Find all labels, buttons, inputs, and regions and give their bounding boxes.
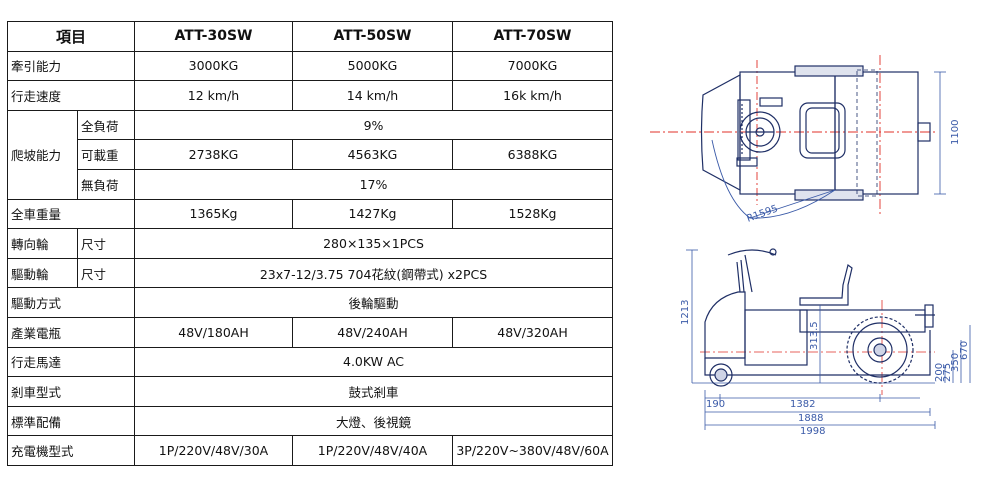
dim-radius: R1595 [745,203,779,224]
spec-table: 項目 ATT-30SW ATT-50SW ATT-70SW 牽引能力 3000K… [6,21,614,466]
side-view-drawing [686,248,971,430]
row-standard: 標準配備 大燈、後視鏡 [6,405,614,437]
cell-drive-mode: 後輪驅動 [134,287,614,318]
dim-h-200: 200 [934,363,945,382]
row-traction: 牽引能力 3000KG 5000KG 7000KG [6,50,614,82]
label-steer-wheel: 轉向輪 [7,228,78,259]
row-climb-loadable: 可載重 2738KG 4563KG 6388KG [8,139,614,170]
row-steer-wheel: 轉向輪 尺寸 280×135×1PCS [7,228,614,259]
cell-charger-50: 1P/220V/48V/40A [292,435,454,466]
cell-motor: 4.0KW AC [134,346,614,378]
row-motor: 行走馬達 4.0KW AC [6,346,614,378]
label-drive-mode: 驅動方式 [6,287,136,318]
label-steer-size: 尺寸 [76,228,136,259]
dim-h-670: 670 [959,341,970,360]
cell-no-load: 17% [134,168,614,200]
cell-battery-50: 48V/240AH [292,316,454,348]
row-drive-wheel: 驅動輪 尺寸 23x7-12/3.75 704花紋(鋼帶式) x2PCS [7,257,614,289]
header-row: 項目 ATT-30SW ATT-50SW ATT-70SW [6,21,614,52]
dim-length-1888: 1888 [798,413,823,424]
dim-seat-313: 313.5 [809,321,820,350]
label-full-load: 全負荷 [76,109,136,141]
row-climb-noload: 無負荷 17% [8,168,614,200]
dim-length-1998: 1998 [800,426,825,437]
dim-height-1213: 1213 [680,300,691,325]
header-att70: ATT-70SW [452,21,614,52]
row-charger: 充電機型式 1P/220V/48V/30A 1P/220V/48V/40A 3P… [6,435,614,466]
dim-width-1100: 1100 [950,120,961,145]
cell-loadable-30: 2738KG [134,139,294,170]
cell-drive-wheel: 23x7-12/3.75 704花紋(鋼帶式) x2PCS [134,257,614,289]
top-view-drawing [650,55,946,219]
cell-full-load: 9% [134,109,614,141]
label-drive-size: 尺寸 [76,257,136,289]
label-charger: 充電機型式 [6,435,136,466]
cell-charger-30: 1P/220V/48V/30A [134,435,294,466]
cell-speed-70: 16k km/h [452,80,614,111]
row-drive-mode: 驅動方式 後輪驅動 [6,287,614,318]
cell-speed-50: 14 km/h [292,80,454,111]
cell-weight-70: 1528Kg [452,198,614,230]
cell-standard: 大燈、後視鏡 [134,405,614,437]
row-weight: 全車重量 1365Kg 1427Kg 1528Kg [6,198,614,230]
cell-speed-30: 12 km/h [134,80,294,111]
label-drive-wheel: 驅動輪 [7,257,78,289]
dim-h-350: 350 [950,353,961,372]
label-brake: 剎車型式 [6,376,136,407]
dim-length-1382: 1382 [790,399,815,410]
cell-traction-70: 7000KG [452,50,614,82]
row-climb-full: 爬坡能力 全負荷 9% [7,109,614,200]
label-motor: 行走馬達 [6,346,136,378]
label-no-load: 無負荷 [76,168,136,200]
dim-h-275: 275 [942,363,953,382]
cell-traction-50: 5000KG [292,50,454,82]
cell-charger-70: 3P/220V~380V/48V/60A [452,435,614,466]
header-att30: ATT-30SW [134,21,294,52]
dim-wheelbase-190: 190 [706,399,725,410]
label-loadable: 可載重 [76,139,136,170]
label-speed: 行走速度 [6,80,136,111]
label-traction: 牽引能力 [6,50,136,82]
row-speed: 行走速度 12 km/h 14 km/h 16k km/h [6,80,614,111]
header-item: 項目 [6,21,136,52]
